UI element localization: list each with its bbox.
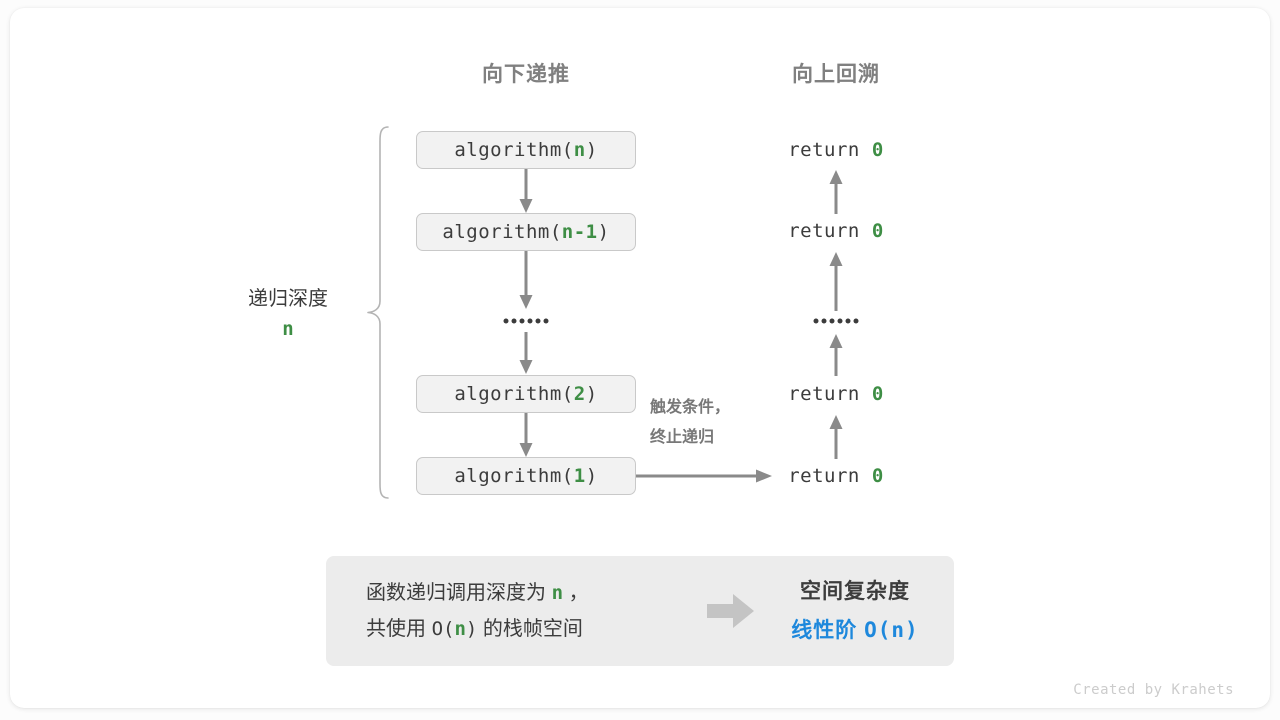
return-value-1: return 0 — [788, 139, 884, 161]
summary-description: 函数递归调用深度为 n ， 共使用 O(n) 的栈帧空间 — [326, 575, 696, 647]
arrow-up-4 — [829, 415, 843, 459]
recursion-depth-value: n — [282, 318, 294, 340]
summary-line-1: 函数递归调用深度为 n ， — [366, 575, 696, 611]
column-header-descend: 向下递推 — [482, 63, 570, 86]
right-arrow-icon — [707, 594, 754, 628]
call-box-2-fn: algorithm( — [454, 383, 574, 405]
call-box-n-close: ) — [585, 139, 598, 161]
summary-line2-text-a: 共使用 — [366, 618, 426, 640]
summary-line1-text-a: 函数递归调用深度为 — [366, 582, 546, 604]
summary-line2-o: O( — [431, 618, 455, 640]
arrow-base-case — [636, 469, 772, 483]
summary-line2-text-b: 的栈帧空间 — [482, 618, 583, 640]
call-box-n1-arg: n-1 — [561, 221, 598, 243]
complexity-summary-panel: 函数递归调用深度为 n ， 共使用 O(n) 的栈帧空间 空间复杂度 线性阶 O… — [326, 556, 954, 666]
summary-line1-n: n — [551, 582, 564, 604]
call-box-1-arg: 1 — [573, 465, 586, 487]
return-text-4: return — [788, 465, 872, 487]
recursion-depth-label: 递归深度 n — [248, 282, 328, 340]
summary-line-2: 共使用 O(n) 的栈帧空间 — [366, 611, 696, 647]
summary-result-expr: O(n) — [864, 617, 919, 642]
return-text-3: return — [788, 383, 872, 405]
base-case-note-line2: 终止递归 — [650, 429, 715, 446]
return-number-4: 0 — [871, 465, 884, 487]
return-text-1: return — [788, 139, 872, 161]
arrow-down-4 — [519, 413, 533, 457]
return-value-2: return 0 — [788, 220, 884, 242]
summary-result-label: 线性阶 — [791, 618, 858, 642]
call-box-1-fn: algorithm( — [454, 465, 574, 487]
summary-block-arrow-wrap — [696, 593, 766, 629]
summary-line2-n: n — [454, 618, 466, 640]
arrow-down-2 — [519, 251, 533, 309]
summary-result-title: 空间复杂度 — [800, 579, 910, 603]
call-box-n1-close: ) — [597, 221, 610, 243]
arrow-down-3 — [519, 332, 533, 374]
return-text-2: return — [788, 220, 872, 242]
arrow-up-3 — [829, 334, 843, 376]
arrow-up-1 — [829, 170, 843, 214]
call-box-n-minus-1[interactable]: algorithm(n-1) — [416, 213, 636, 251]
call-box-2-arg: 2 — [573, 383, 586, 405]
ellipsis-right — [813, 318, 859, 324]
ellipsis-left — [503, 318, 549, 324]
return-value-3: return 0 — [788, 383, 884, 405]
summary-line1-text-b: ， — [568, 582, 589, 604]
return-number-3: 0 — [871, 383, 884, 405]
call-box-n-arg: n — [573, 139, 586, 161]
call-box-n-fn: algorithm( — [454, 139, 574, 161]
summary-line2-close: ) — [465, 618, 478, 640]
arrow-down-1 — [519, 169, 533, 213]
credit-text: Created by Krahets — [1073, 682, 1234, 698]
call-box-n[interactable]: algorithm(n) — [416, 131, 636, 169]
call-box-1[interactable]: algorithm(1) — [416, 457, 636, 495]
call-box-2-close: ) — [585, 383, 598, 405]
base-case-note-line1: 触发条件， — [650, 399, 731, 416]
depth-brace — [367, 126, 389, 499]
return-value-4: return 0 — [788, 465, 884, 487]
summary-result-value: 线性阶 O(n) — [766, 611, 944, 650]
column-header-backtrack: 向上回溯 — [792, 63, 880, 86]
arrow-up-2 — [829, 252, 843, 311]
call-box-1-close: ) — [585, 465, 598, 487]
base-case-note: 触发条件， 终止递归 — [650, 393, 730, 453]
call-box-n1-fn: algorithm( — [442, 221, 562, 243]
return-number-2: 0 — [871, 220, 884, 242]
return-number-1: 0 — [871, 139, 884, 161]
call-box-2[interactable]: algorithm(2) — [416, 375, 636, 413]
recursion-depth-text: 递归深度 — [248, 288, 328, 310]
summary-result: 空间复杂度 线性阶 O(n) — [766, 573, 954, 650]
